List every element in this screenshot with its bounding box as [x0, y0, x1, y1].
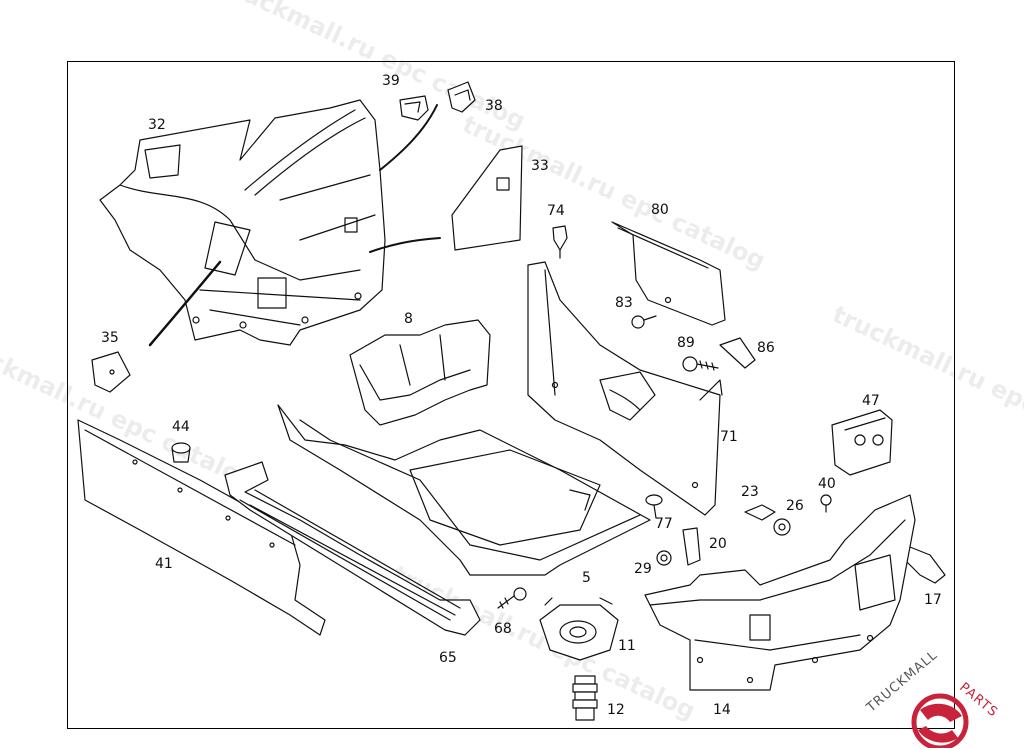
arrow-32-c: [380, 105, 437, 170]
callout-39: 39: [382, 73, 400, 89]
part-39-clip: [400, 96, 428, 120]
diagram-frame: [67, 61, 955, 729]
callout-83: 83: [615, 295, 633, 311]
callout-44: 44: [172, 419, 190, 435]
part-20-clip: [683, 528, 700, 565]
arrow-32-b: [370, 238, 440, 252]
callout-71: 71: [720, 429, 738, 445]
part-38-bracket: [448, 82, 475, 112]
part-86-clip: [720, 338, 755, 368]
callout-12: 12: [607, 702, 625, 718]
part-5-floormat: [278, 405, 650, 575]
callout-65: 65: [439, 650, 457, 666]
callout-5: 5: [582, 570, 591, 586]
part-89-screw: [683, 357, 718, 371]
part-14-floorframe: [645, 495, 915, 690]
part-40-nut: [821, 495, 831, 512]
part-83-screw: [632, 316, 656, 328]
part-44-grommet: [172, 443, 190, 462]
callout-74: 74: [547, 203, 565, 219]
part-74-pushclip: [553, 226, 567, 258]
part-71-sidepanel: [528, 262, 722, 515]
part-35-cover: [92, 352, 130, 392]
part-32-wheelhouse-liner: [100, 100, 385, 345]
callout-77: 77: [655, 516, 673, 532]
logo-emblem: [858, 660, 1018, 748]
part-65-sillrail: [225, 462, 480, 635]
callout-14: 14: [713, 702, 731, 718]
part-11-mount: [540, 598, 618, 660]
part-68-bolt: [498, 588, 526, 608]
callout-35: 35: [101, 330, 119, 346]
part-8-bracket: [350, 320, 490, 425]
callout-41: 41: [155, 556, 173, 572]
callout-8: 8: [404, 311, 413, 327]
callout-26: 26: [786, 498, 804, 514]
callout-86: 86: [757, 340, 775, 356]
part-12-bellow: [573, 676, 597, 720]
callout-38: 38: [485, 98, 503, 114]
part-23-part: [745, 505, 775, 520]
part-77-pin: [646, 495, 662, 518]
callout-40: 40: [818, 476, 836, 492]
callout-33: 33: [531, 158, 549, 174]
callout-11: 11: [618, 638, 636, 654]
part-26-grommet: [774, 519, 790, 535]
arrow-32-a: [150, 262, 220, 345]
callout-17: 17: [924, 592, 942, 608]
part-47-box: [832, 410, 892, 475]
callout-68: 68: [494, 621, 512, 637]
callout-20: 20: [709, 536, 727, 552]
truckmall-logo: TRUCKMALL PARTS: [858, 648, 1018, 748]
part-33-panel: [452, 146, 522, 250]
callout-23: 23: [741, 484, 759, 500]
callout-32: 32: [148, 117, 166, 133]
part-80-trim: [612, 222, 725, 325]
callout-47: 47: [862, 393, 880, 409]
callout-29: 29: [634, 561, 652, 577]
callout-80: 80: [651, 202, 669, 218]
part-41-longpanel: [78, 420, 325, 635]
callout-89: 89: [677, 335, 695, 351]
part-29-clip: [657, 551, 671, 565]
